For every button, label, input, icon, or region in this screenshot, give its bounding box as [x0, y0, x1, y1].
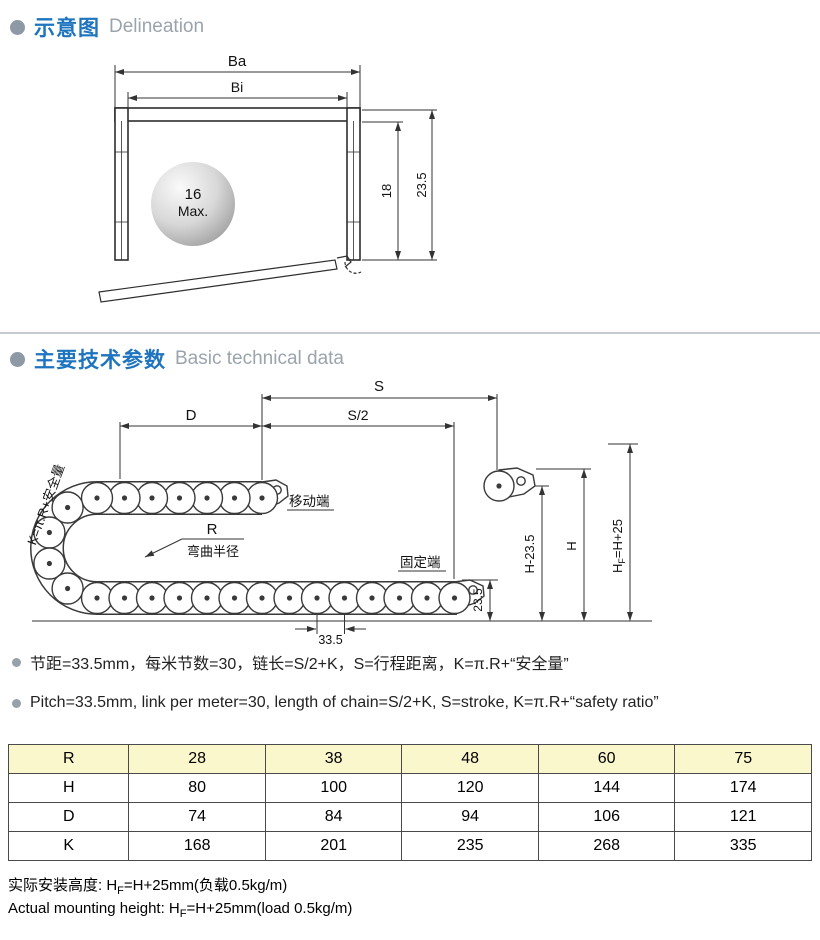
- table-cell: 106: [537, 802, 676, 832]
- label-bend-radius: 弯曲半径: [187, 544, 239, 559]
- table-cell: 74: [128, 802, 266, 832]
- dim-label-pitch-33-5: 33.5: [318, 633, 342, 647]
- footer-en-suffix: =H+25mm(load 0.5kg/m): [186, 900, 353, 917]
- table-cell: 201: [264, 831, 403, 861]
- ball-label-value: 16: [185, 186, 202, 203]
- hf-suffix: =H+25: [610, 519, 625, 558]
- section-title-en: Basic technical data: [175, 348, 344, 369]
- drag-chain-diagram: S S/2 D K=π.R+安全量 移动端 R 弯曲半径 固定端 H-23.5 …: [24, 378, 652, 647]
- delineation-diagram: 16 Max. Ba Bi 18 23.5: [98, 53, 437, 303]
- table-cell: 84: [264, 802, 403, 832]
- footer-zh-sub: F: [117, 885, 124, 897]
- chain-links: [33, 481, 471, 615]
- table-cell: D: [7, 802, 130, 832]
- dim-label-s-half: S/2: [347, 407, 368, 423]
- dim-label-ba: Ba: [228, 53, 247, 70]
- note-en-text: Pitch=33.5mm, link per meter=30, length …: [30, 694, 659, 711]
- table-cell: 235: [401, 831, 539, 861]
- section-divider: [0, 332, 820, 334]
- section-title-zh: 示意图: [34, 17, 100, 40]
- dimension-lines: [114, 65, 437, 261]
- table-header-cell: R: [7, 744, 130, 774]
- table-cell: 94: [401, 802, 539, 832]
- opened-cover-strip: [98, 255, 362, 303]
- table-cell: 120: [401, 773, 539, 803]
- label-fixed-end: 固定端: [400, 555, 441, 570]
- dim-label-hf: HF=H+25: [610, 519, 627, 573]
- table-row-k: K 168 201 235 268 335: [7, 831, 812, 861]
- section-title-zh: 主要技术参数: [34, 349, 166, 372]
- dim-label-bi: Bi: [231, 79, 243, 95]
- table-cell: 268: [537, 831, 676, 861]
- note-zh-text: 节距=33.5mm，每米节数=30，链长=S/2+K，S=行程距离，K=π.R+…: [30, 656, 569, 673]
- dim-label-23-5: 23.5: [414, 172, 429, 197]
- note-zh: 节距=33.5mm，每米节数=30，链长=S/2+K，S=行程距离，K=π.R+…: [12, 650, 569, 674]
- table-cell: 121: [674, 802, 812, 832]
- footer-zh-prefix: 实际安装高度: H: [8, 877, 118, 894]
- dim-label-d: D: [186, 407, 197, 424]
- footer-note-en: Actual mounting height: HF=H+25mm(load 0…: [8, 900, 352, 920]
- table-header-cell: 28: [128, 744, 266, 774]
- note-bullet-icon: [12, 698, 21, 708]
- table-cell: 335: [674, 831, 812, 861]
- dim-label-23-5: 23.5: [471, 588, 485, 612]
- table-cell: 168: [128, 831, 266, 861]
- label-moving-end: 移动端: [289, 494, 330, 509]
- link-cross-section: [114, 107, 361, 261]
- dim-label-h-minus-23-5: H-23.5: [522, 534, 537, 573]
- hf-sub: F: [617, 558, 627, 564]
- reference-bracket: [483, 467, 536, 502]
- table-row-d: D 74 84 94 106 121: [7, 802, 812, 832]
- section-title-en: Delineation: [109, 16, 205, 37]
- table-cell: 100: [264, 773, 403, 803]
- hf-prefix: H: [610, 564, 625, 573]
- table-cell: K: [7, 831, 130, 861]
- table-header-row: R 28 38 48 60 75: [7, 744, 812, 774]
- parameter-table: R 28 38 48 60 75 H 80 100 120 144 174 D …: [7, 744, 812, 861]
- table-row-h: H 80 100 120 144 174: [7, 773, 812, 803]
- dimension-lines: [32, 394, 652, 634]
- table-cell: H: [7, 773, 130, 803]
- table-header-cell: 38: [264, 744, 403, 774]
- footer-zh-suffix: =H+25mm(负载0.5kg/m): [123, 877, 288, 894]
- table-header-cell: 75: [674, 744, 812, 774]
- dim-label-18: 18: [379, 184, 394, 198]
- table-cell: 174: [674, 773, 812, 803]
- section-bullet-icon: [10, 19, 25, 35]
- dim-label-h: H: [564, 541, 579, 550]
- table-cell: 80: [128, 773, 266, 803]
- section-header-technical-data: 主要技术参数 Basic technical data: [10, 344, 344, 374]
- table-header-cell: 60: [537, 744, 676, 774]
- label-r: R: [207, 521, 218, 538]
- section-header-delineation: 示意图 Delineation: [10, 12, 204, 42]
- note-bullet-icon: [12, 657, 21, 667]
- dim-label-s: S: [374, 378, 384, 395]
- footer-note-zh: 实际安装高度: HF=H+25mm(负载0.5kg/m): [8, 874, 287, 897]
- cable-diameter-ball: [151, 162, 235, 246]
- footer-en-prefix: Actual mounting height: H: [8, 900, 180, 917]
- table-cell: 144: [537, 773, 676, 803]
- table-header-cell: 48: [401, 744, 539, 774]
- section-bullet-icon: [10, 351, 25, 367]
- note-en: Pitch=33.5mm, link per meter=30, length …: [12, 694, 659, 712]
- ball-label-unit: Max.: [178, 203, 208, 219]
- footer-en-sub: F: [179, 908, 187, 920]
